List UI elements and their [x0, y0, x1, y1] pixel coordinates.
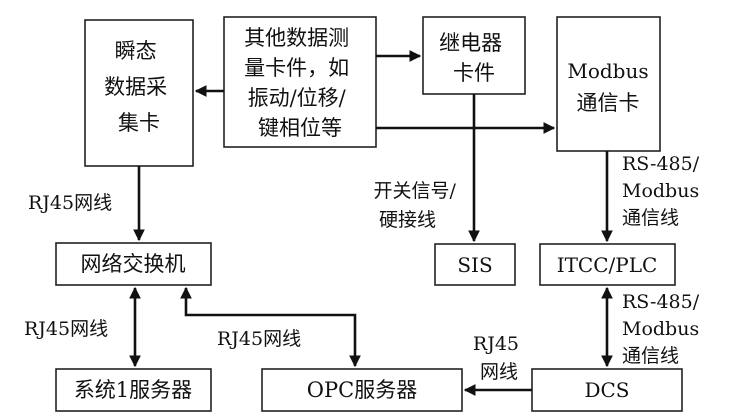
- transient-data-card-box: 瞬态 数据采 集卡: [84, 19, 194, 167]
- svg-text:Modbus: Modbus: [567, 59, 648, 83]
- modbus-card-line-2: 通信卡: [577, 91, 640, 115]
- other-measurement-cards-box: 其他数据测 量卡件，如 振动/位移/ 键相位等: [223, 16, 377, 148]
- switch-signal-label: 开关信号/ 硬接线: [374, 180, 462, 231]
- other-cards-line-4: 键相位等: [258, 116, 342, 140]
- rj45-label-switch-server1: RJ45网线: [24, 318, 108, 340]
- itcc-plc-label: ITCC/PLC: [557, 253, 658, 277]
- transient-card-line-2: 数据采: [104, 75, 167, 99]
- rj45-label-switch-opc: RJ45网线: [217, 328, 301, 350]
- transient-card-line-3: 集卡: [118, 111, 160, 135]
- modbus-card-box: Modbus 通信卡: [556, 16, 661, 152]
- other-cards-line-3: 振动/位移/: [248, 86, 347, 110]
- modbus-card-line-1: Modbus: [567, 59, 648, 83]
- itcc-plc-box: ITCC/PLC: [539, 243, 676, 286]
- transient-card-line-1: 瞬态: [115, 39, 157, 63]
- other-cards-line-2: 量卡件，如: [244, 56, 349, 80]
- system1-server-box: 系统1服务器: [55, 368, 212, 412]
- network-switch-label: 网络交换机: [81, 252, 186, 276]
- relay-card-line-2: 卡件: [453, 61, 495, 85]
- rj45-label-dcs-opc: RJ45 网线: [473, 333, 525, 383]
- svg-text:继电器 卡件: 继电器 卡件: [439, 31, 509, 85]
- dcs-label: DCS: [584, 378, 629, 402]
- opc-server-label: OPC服务器: [307, 378, 417, 402]
- system1-server-label: 系统1服务器: [74, 378, 192, 402]
- sis-label: SIS: [457, 253, 492, 277]
- sis-box: SIS: [434, 243, 516, 286]
- relay-card-box: 继电器 卡件: [422, 16, 526, 95]
- rs485-label-bottom: RS-485/ Modbus 通信线: [622, 291, 705, 367]
- network-switch-box: 网络交换机: [55, 242, 212, 286]
- arrow-switch-opc: [180, 286, 361, 368]
- relay-card-line-1: 继电器: [439, 31, 502, 55]
- svg-text:通信卡: 通信卡: [577, 91, 640, 115]
- svg-text:瞬态 数据采 集卡: 瞬态 数据采 集卡: [104, 39, 174, 135]
- other-cards-line-1: 其他数据测: [244, 26, 349, 50]
- svg-text:其他数据测 量卡件，如 振动/位移/: 其他数据测 量卡件，如 振动/位移/ 键相位等: [244, 26, 356, 140]
- opc-server-box: OPC服务器: [261, 368, 463, 412]
- dcs-box: DCS: [531, 368, 683, 412]
- rj45-label-transient-switch: RJ45网线: [28, 192, 112, 214]
- rs485-label-top: RS-485/ Modbus 通信线: [622, 153, 705, 229]
